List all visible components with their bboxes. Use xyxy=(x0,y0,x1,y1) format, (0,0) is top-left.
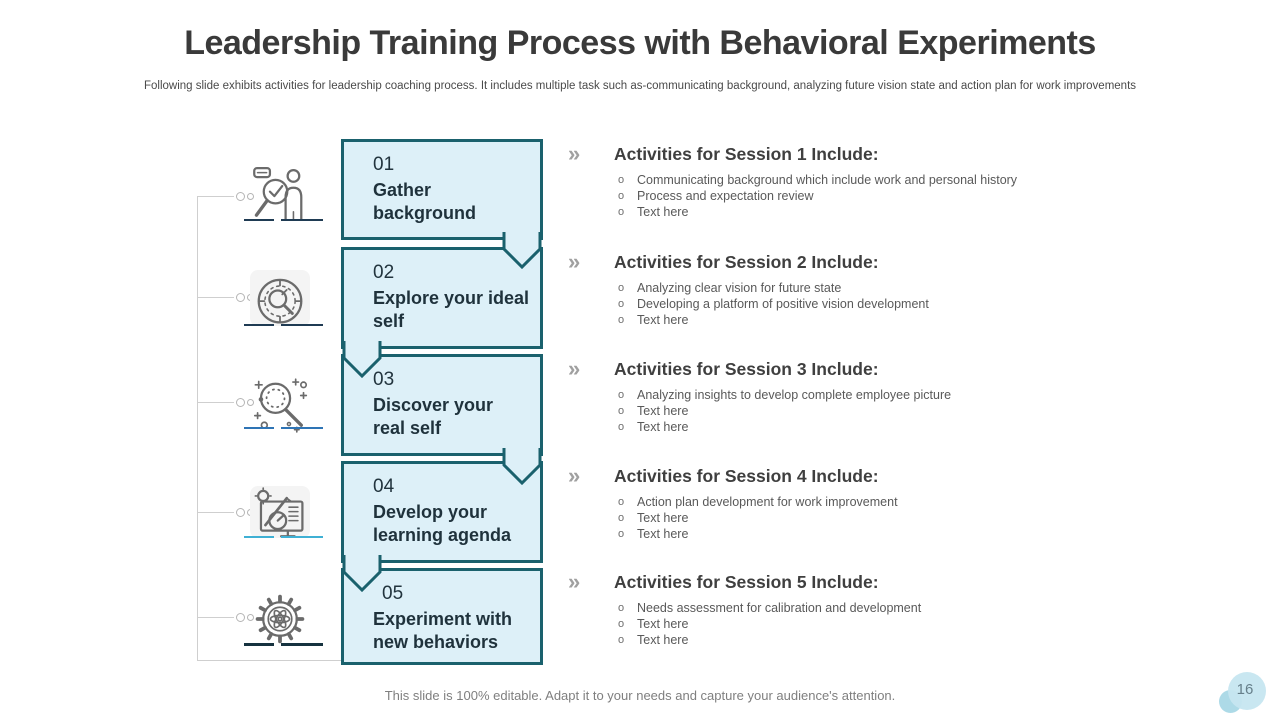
connector-dot xyxy=(236,293,245,302)
session-heading: Activities for Session 1 Include: xyxy=(614,144,879,164)
compass-magnifier-icon xyxy=(252,272,308,328)
connector-dot xyxy=(247,399,254,406)
connector-dot xyxy=(236,613,245,622)
session-heading: Activities for Session 4 Include: xyxy=(614,466,879,486)
bullet-item: Analyzing insights to develop complete e… xyxy=(618,387,1168,403)
bullet-item: Text here xyxy=(618,204,1168,220)
step-label: Develop your learning agenda xyxy=(373,502,512,545)
step-box-5: 05 Experiment with new behaviors xyxy=(341,568,543,665)
icon-underline xyxy=(281,219,323,221)
step-box-1: 01 Gather background xyxy=(341,139,543,269)
editable-note: This slide is 100% editable. Adapt it to… xyxy=(384,688,896,703)
step-label: Gather background xyxy=(373,180,477,223)
session-bullet-list: Analyzing insights to develop complete e… xyxy=(568,387,1168,436)
step-number: 03 xyxy=(373,369,395,390)
bullet-item: Communicating background which include w… xyxy=(618,172,1168,188)
session-bullet-list: Action plan development for work improve… xyxy=(568,494,1168,543)
bullet-item: Text here xyxy=(618,312,1168,328)
session-block-2: » Activities for Session 2 Include: Anal… xyxy=(568,249,1168,329)
session-block-1: » Activities for Session 1 Include: Comm… xyxy=(568,141,1168,221)
icon-underline xyxy=(244,219,274,221)
connector-bottom-line xyxy=(197,660,343,661)
step-box-3: 03 Discover your real self xyxy=(341,354,543,485)
bullet-item: Text here xyxy=(618,632,1168,648)
icon-underline xyxy=(281,427,323,429)
bullet-item: Analyzing clear vision for future state xyxy=(618,280,1168,296)
connector-dot xyxy=(247,614,254,621)
session-bullet-list: Needs assessment for calibration and dev… xyxy=(568,600,1168,649)
bullet-item: Action plan development for work improve… xyxy=(618,494,1168,510)
step-box-4: 04 Develop your learning agenda xyxy=(341,461,543,592)
icon-underline xyxy=(244,324,274,326)
bullet-item: Needs assessment for calibration and dev… xyxy=(618,600,1168,616)
down-chevron-connector xyxy=(342,341,382,378)
connector-dot xyxy=(236,398,245,407)
bullet-item: Text here xyxy=(618,510,1168,526)
bullet-item: Text here xyxy=(618,616,1168,632)
session-bullet-list: Communicating background which include w… xyxy=(568,172,1168,221)
icon-underline xyxy=(281,643,323,646)
discovery-magnifier-icon xyxy=(252,377,308,433)
monitor-analysis-icon xyxy=(252,487,308,543)
icon-underline xyxy=(281,536,323,538)
connector-line xyxy=(198,196,234,197)
step-number: 01 xyxy=(373,154,395,175)
down-chevron-connector xyxy=(342,555,382,592)
double-chevron-icon: » xyxy=(568,249,581,274)
page-subtitle: Following slide exhibits activities for … xyxy=(143,80,1137,92)
step-number: 05 xyxy=(382,583,404,604)
icon-underline xyxy=(244,643,274,646)
session-heading: Activities for Session 2 Include: xyxy=(614,252,879,272)
connector-line xyxy=(198,402,234,403)
session-block-3: » Activities for Session 3 Include: Anal… xyxy=(568,356,1168,436)
session-heading: Activities for Session 3 Include: xyxy=(614,359,879,379)
step-label: Discover your real self xyxy=(373,395,494,438)
session-bullet-list: Analyzing clear vision for future state … xyxy=(568,280,1168,329)
step-box-2: 02 Explore your ideal self xyxy=(341,247,543,378)
step-number: 04 xyxy=(373,476,395,497)
session-block-5: » Activities for Session 5 Include: Need… xyxy=(568,569,1168,649)
connector-line xyxy=(198,297,234,298)
session-block-4: » Activities for Session 4 Include: Acti… xyxy=(568,463,1168,543)
connector-line xyxy=(198,512,234,513)
step-label: Experiment with new behaviors xyxy=(373,609,513,652)
magnifier-person-icon xyxy=(252,167,308,223)
connector-vertical-line xyxy=(197,196,198,660)
gear-atom-icon xyxy=(252,591,308,647)
bullet-item: Text here xyxy=(618,403,1168,419)
connector-dot xyxy=(247,193,254,200)
icon-underline xyxy=(281,324,323,326)
double-chevron-icon: » xyxy=(568,356,581,381)
connector-dot xyxy=(236,192,245,201)
page-number: 16 xyxy=(1236,681,1254,698)
double-chevron-icon: » xyxy=(568,463,581,488)
connector-line xyxy=(198,617,234,618)
icon-underline xyxy=(244,427,274,429)
icon-underline xyxy=(244,536,274,538)
double-chevron-icon: » xyxy=(568,141,581,166)
page-title: Leadership Training Process with Behavio… xyxy=(184,24,1096,62)
double-chevron-icon: » xyxy=(568,569,581,594)
bullet-item: Text here xyxy=(618,419,1168,435)
down-chevron-connector xyxy=(502,232,542,269)
bullet-item: Developing a platform of positive vision… xyxy=(618,296,1168,312)
step-label: Explore your ideal self xyxy=(373,288,530,331)
bullet-item: Process and expectation review xyxy=(618,188,1168,204)
down-chevron-connector xyxy=(502,448,542,485)
step-number: 02 xyxy=(373,262,395,283)
bullet-item: Text here xyxy=(618,526,1168,542)
connector-dot xyxy=(236,508,245,517)
session-heading: Activities for Session 5 Include: xyxy=(614,572,879,592)
page-bubble xyxy=(1228,672,1266,710)
